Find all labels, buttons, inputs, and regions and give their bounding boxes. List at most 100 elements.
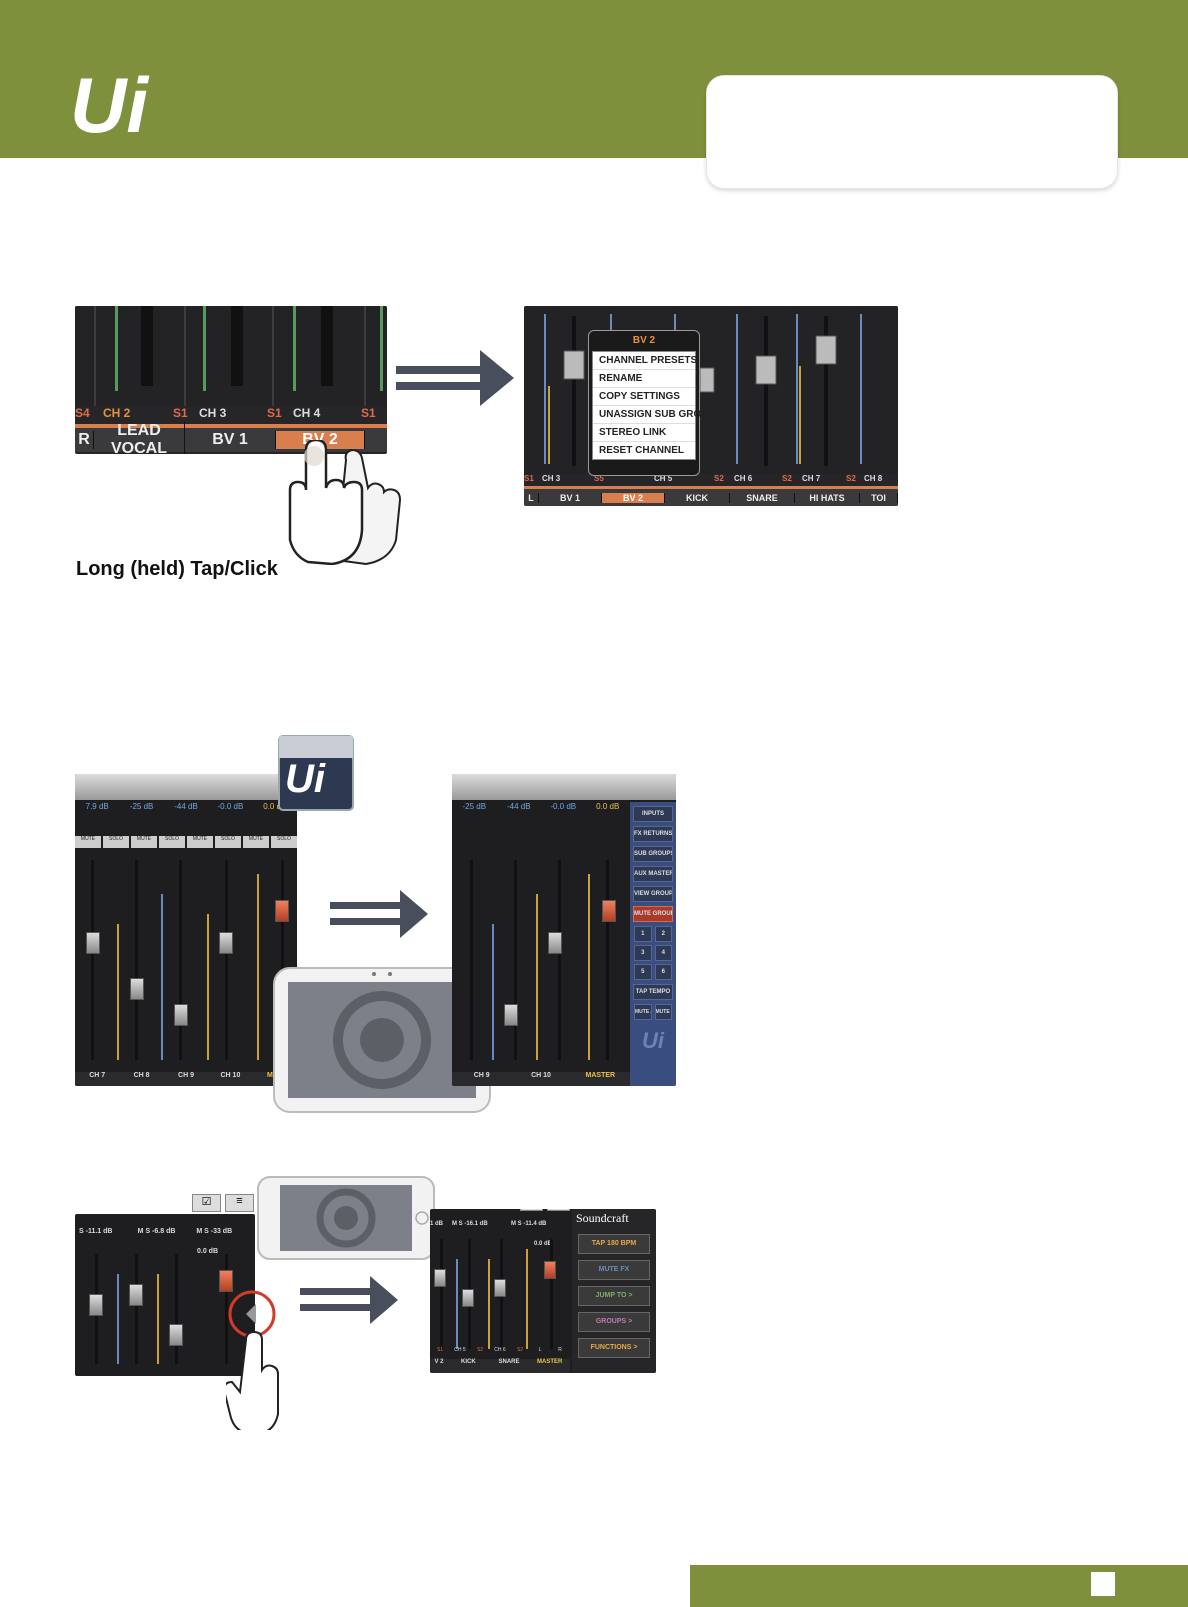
svg-text:Ui: Ui xyxy=(70,70,149,142)
db-readout: M S -11.4 dB xyxy=(511,1221,547,1227)
phone-side-menu: Soundcraft TAP 180 BPM MUTE FX JUMP TO >… xyxy=(572,1209,656,1373)
strip-label[interactable]: HI HATS xyxy=(795,493,860,503)
channel-label: CH 10 xyxy=(220,1072,241,1079)
tap-bpm-button[interactable]: TAP 180 BPM xyxy=(578,1234,650,1254)
mute-group-6-button[interactable]: 6 xyxy=(654,964,672,980)
db-readout: M S -16.1 dB xyxy=(452,1221,488,1227)
menu-item-channel-presets[interactable]: CHANNEL PRESETS xyxy=(593,352,697,370)
mixer-screenshot-right: S1 CH 3 S5 CH 5 S2 CH 6 S2 CH 7 S2 CH 8 … xyxy=(524,306,898,506)
db-readout: 7.9 dB xyxy=(85,802,109,811)
channel-label: KICK xyxy=(461,1359,476,1365)
side-menu: INPUTS FX RETURNS SUB GROUPS AUX MASTERS… xyxy=(630,802,676,1086)
channel-label: V 2 xyxy=(434,1359,444,1365)
channel-label: S5 xyxy=(594,474,604,483)
caption: Long (held) Tap/Click xyxy=(76,558,278,580)
tablet-device-icon xyxy=(273,967,491,1113)
phone-device-icon xyxy=(257,1176,435,1260)
tap-tempo-button[interactable]: TAP TEMPO xyxy=(633,984,673,1000)
toolbar: ☑ ≡ xyxy=(192,1194,254,1212)
db-readout: -0.0 dB xyxy=(217,802,244,811)
mute-button[interactable]: MUTE xyxy=(243,836,269,848)
strip-label[interactable]: SNARE xyxy=(730,493,795,503)
check-icon[interactable]: ☑ xyxy=(520,1209,543,1211)
channel-label: CH 8 xyxy=(133,1072,150,1079)
arrow-right-icon xyxy=(300,1276,398,1324)
menu-icon[interactable]: ≡ xyxy=(225,1194,254,1212)
mute-group-1-button[interactable]: 1 xyxy=(634,926,652,942)
db-readout: -44 dB xyxy=(506,802,531,811)
mute-group-5-button[interactable]: 5 xyxy=(634,964,652,980)
mixer-screenshot-left: S4 CH 2 S1 CH 3 S1 CH 4 S1 CH R LEAD VOC… xyxy=(75,306,387,454)
db-readout: 0.0 dB xyxy=(263,802,287,811)
mute-group-3-button[interactable]: 3 xyxy=(634,945,652,961)
menu-item-copy-settings[interactable]: COPY SETTINGS xyxy=(593,388,695,406)
tap-hand-icon xyxy=(226,1290,279,1430)
db-readout: M S -6.8 dB xyxy=(137,1228,176,1235)
channel-label: SNARE xyxy=(498,1359,520,1365)
menu-item-reset-channel[interactable]: RESET CHANNEL xyxy=(599,445,685,456)
strip-label[interactable]: BV 1 xyxy=(539,493,602,503)
functions-button[interactable]: FUNCTIONS > xyxy=(578,1338,650,1358)
strip-label[interactable]: KICK xyxy=(665,493,730,503)
mute-groups-button[interactable]: MUTE GROUPS xyxy=(633,906,673,922)
strip-label-selected[interactable]: BV 2 xyxy=(602,493,665,503)
mute-group-4-button[interactable]: 4 xyxy=(654,945,672,961)
strip-label[interactable]: LEAD VOCAL xyxy=(94,422,185,454)
channel-sub-label: CH 6 xyxy=(494,1347,506,1353)
db-readout: 0.0 dB xyxy=(534,1241,553,1247)
channel-label: CH 7 xyxy=(802,474,821,483)
solo-button[interactable]: SOLO xyxy=(215,836,241,848)
strip-label[interactable]: BV 1 xyxy=(185,431,276,449)
solo-button[interactable]: SOLO xyxy=(271,836,297,848)
arrow-right-icon xyxy=(396,350,514,406)
menu-item-stereo-link[interactable]: STEREO LINK xyxy=(593,424,695,442)
channel-sub-label: S2 xyxy=(516,1347,524,1353)
mute-fx-button[interactable]: MUTE FX xyxy=(654,1004,672,1020)
tablet-mixer-right: -25 dB -44 dB -0.0 dB 0.0 dB INPUTS FX R… xyxy=(452,774,676,1086)
solo-button[interactable]: SOLO xyxy=(103,836,129,848)
channel-sub-label: S1 xyxy=(436,1347,444,1353)
groups-button[interactable]: GROUPS > xyxy=(578,1312,650,1332)
db-readout: -44 dB xyxy=(174,802,198,811)
ui-app-icon[interactable]: Ui xyxy=(277,734,355,812)
channel-label: CH 2 xyxy=(103,406,131,420)
fx-returns-button[interactable]: FX RETURNS xyxy=(633,826,673,842)
solo-button[interactable]: SOLO xyxy=(159,836,185,848)
db-readout: M S -33 dB xyxy=(196,1228,233,1235)
mute-button[interactable]: MUTE xyxy=(75,836,101,848)
sub-groups-button[interactable]: SUB GROUPS xyxy=(633,846,673,862)
arrow-right-icon xyxy=(330,890,428,938)
strip-label[interactable]: L xyxy=(524,493,539,503)
view-groups-button[interactable]: VIEW GROUPS xyxy=(633,886,673,902)
strip-label[interactable]: TOI xyxy=(860,493,898,503)
menu-icon[interactable]: ≡ xyxy=(547,1209,570,1211)
page-number-box xyxy=(1091,1572,1115,1596)
channel-label: S2 xyxy=(846,474,856,483)
svg-text:Ui: Ui xyxy=(285,757,326,801)
inputs-button[interactable]: INPUTS xyxy=(633,806,673,822)
mute-button[interactable]: MUTE xyxy=(131,836,157,848)
ui-watermark: Ui xyxy=(642,1028,664,1053)
mute-button[interactable]: MUTE xyxy=(187,836,213,848)
strip-label[interactable]: R xyxy=(75,431,94,449)
db-readout: 1 dB xyxy=(430,1221,444,1227)
channel-sub-label: L xyxy=(538,1347,542,1353)
mute-group-2-button[interactable]: 2 xyxy=(654,926,672,942)
menu-item-unassign-sub-group[interactable]: UNASSIGN SUB GROUP 1 xyxy=(593,406,723,424)
channel-label: CH 9 xyxy=(473,1072,490,1079)
channel-label: S4 xyxy=(75,406,90,420)
mute-fx-button[interactable]: MUTE FX xyxy=(578,1260,650,1280)
phone-mixer-left: S -11.1 dB M S -6.8 dB M S -33 dB 0.0 dB xyxy=(75,1214,255,1376)
jump-to-button[interactable]: JUMP TO > xyxy=(578,1286,650,1306)
menu-title: BV 2 xyxy=(632,335,656,346)
channel-label: CH 5 xyxy=(654,474,673,483)
db-readout: S -11.1 dB xyxy=(79,1228,113,1235)
mute-all-button[interactable]: MUTE ALL xyxy=(634,1004,652,1020)
channel-label: S1 xyxy=(173,406,188,420)
check-icon[interactable]: ☑ xyxy=(192,1194,221,1212)
db-readout: -25 dB xyxy=(129,802,154,811)
channel-label: S1 xyxy=(267,406,282,420)
menu-item-rename[interactable]: RENAME xyxy=(593,370,695,388)
channel-label: CH 6 xyxy=(734,474,753,483)
